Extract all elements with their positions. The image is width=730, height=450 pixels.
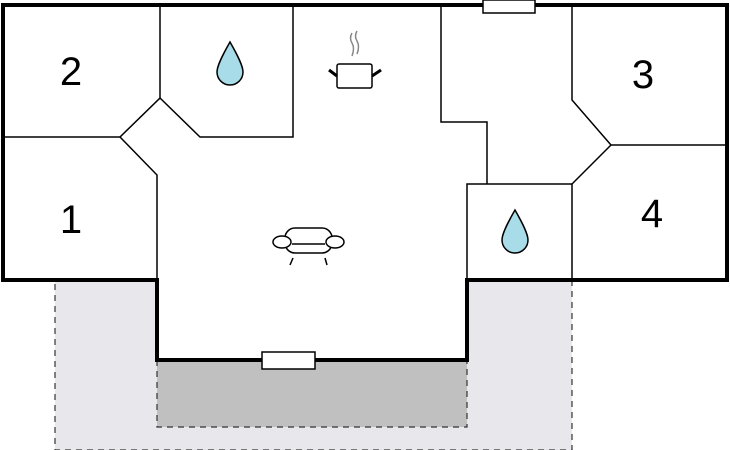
sofa-icon (272, 227, 345, 266)
covered-terrace (156, 359, 468, 428)
cooking-pot-icon (328, 30, 382, 89)
interior-walls (3, 5, 727, 280)
room-label-4: 4 (641, 192, 663, 236)
window-icon (482, 0, 536, 14)
water-drop-icon (216, 40, 244, 86)
house-interior (3, 5, 727, 360)
room-label-2: 2 (60, 50, 82, 94)
exterior-wall (1, 3, 729, 362)
window-icon (261, 351, 316, 370)
water-drop-icon (501, 208, 529, 254)
room-label-1: 1 (60, 198, 82, 242)
room-label-3: 3 (632, 53, 654, 97)
